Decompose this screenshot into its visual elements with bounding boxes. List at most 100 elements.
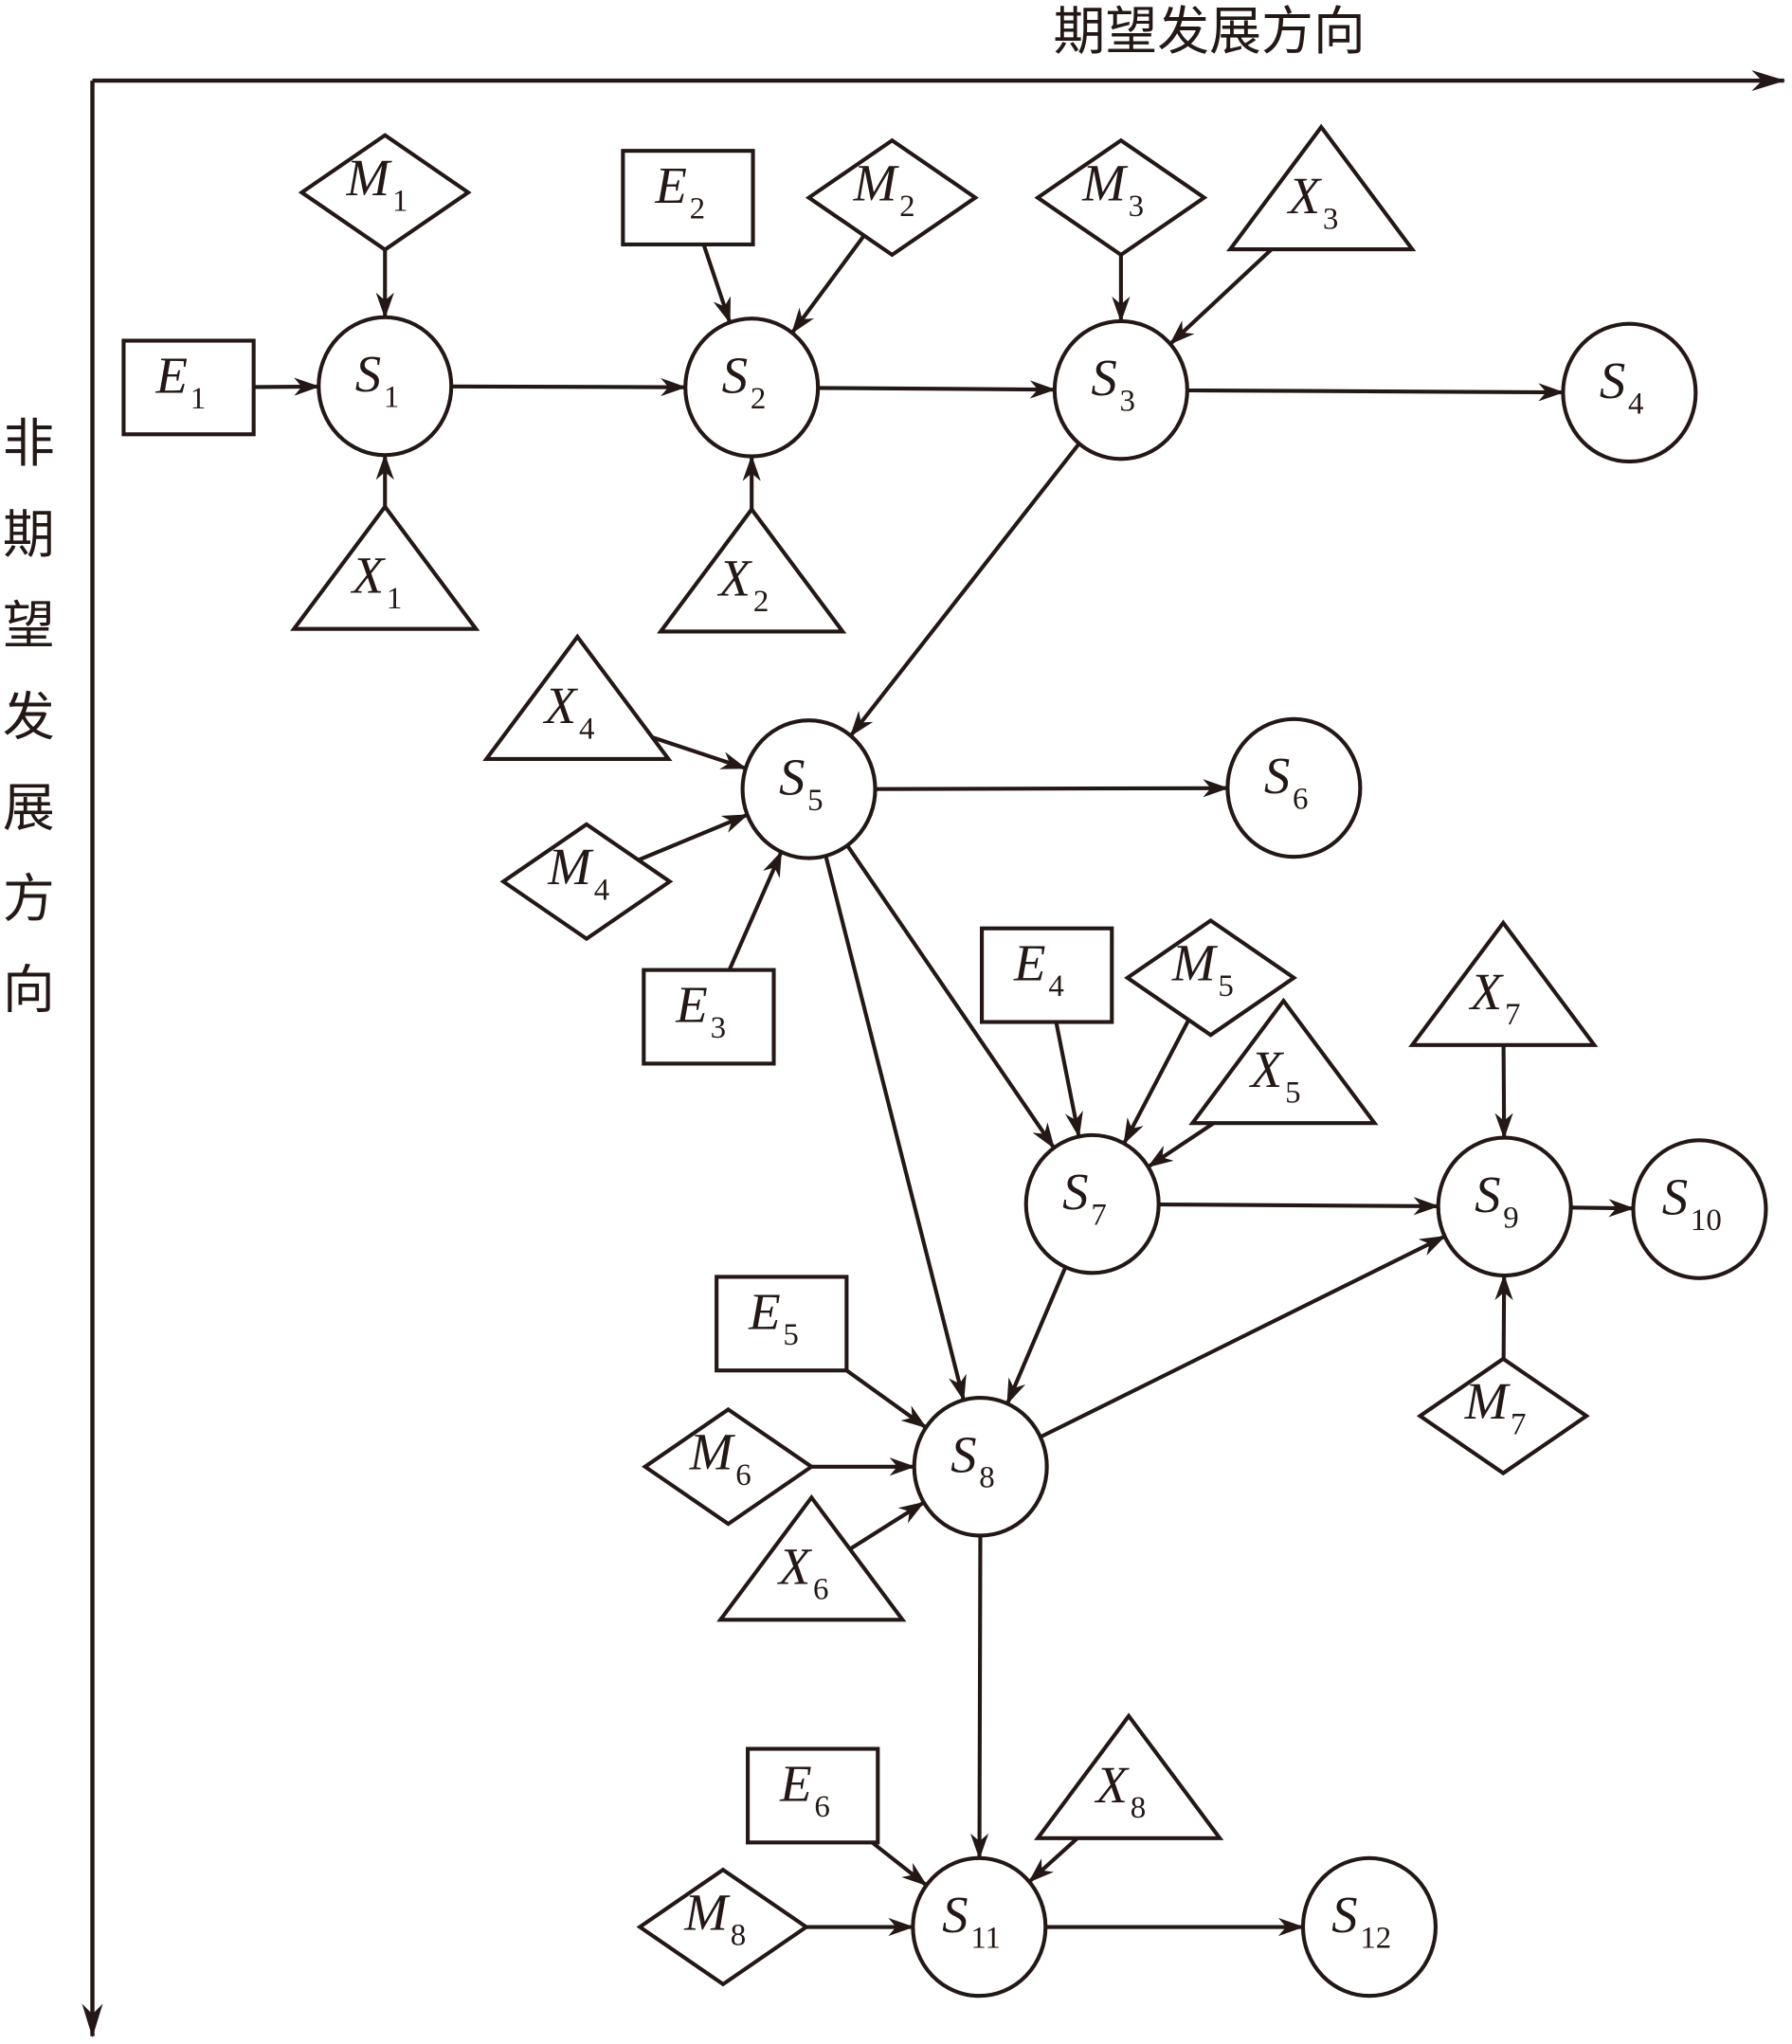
rect-shape	[621, 149, 755, 247]
rect-shape	[715, 1275, 849, 1373]
node-letter: X	[351, 547, 387, 605]
diamond-shape	[499, 822, 674, 942]
node-subscript: 2	[690, 192, 705, 226]
node-letter: S	[1331, 1886, 1357, 1944]
node-subscript: 3	[1120, 385, 1135, 419]
node-subscript: 1	[384, 380, 399, 414]
node-letter: X	[543, 677, 579, 734]
node-letter: S	[950, 1425, 976, 1483]
vertical-label-char: 期	[3, 504, 55, 565]
edge-s7-to-s8	[1005, 1266, 1068, 1405]
node-subscript: 1	[392, 184, 407, 218]
node-letter: M	[689, 1423, 736, 1481]
rect-shape	[642, 968, 776, 1066]
edge-s8-to-s9	[1039, 1234, 1446, 1439]
node-letter: S	[722, 346, 748, 404]
circle-shape	[1561, 321, 1698, 464]
vertical-label-char: 发	[3, 686, 55, 747]
node-letter: S	[779, 748, 805, 805]
edge-m4-to-s5	[637, 812, 749, 862]
vertical-label-char: 方	[3, 868, 55, 929]
circle-shape	[683, 317, 821, 459]
edge-s5-to-s6	[875, 779, 1229, 798]
circle-shape	[740, 718, 878, 860]
triangle-shape	[716, 1493, 907, 1622]
edge-x7-to-s9	[1494, 1044, 1513, 1139]
node-letter: E	[748, 1282, 781, 1340]
edge-s5-to-s7	[845, 844, 1056, 1149]
vertical-label-char: 展	[3, 777, 55, 838]
edge-e2-to-s2	[701, 244, 733, 324]
node-subscript: 7	[1091, 1199, 1106, 1233]
node-subscript: 5	[1285, 1076, 1300, 1111]
node-letter: E	[1013, 934, 1046, 992]
triangle-shape	[1408, 919, 1599, 1047]
node-subscript: 2	[751, 382, 766, 416]
triangle-shape	[290, 503, 480, 631]
node-subscript: 5	[807, 784, 823, 818]
node-subscript: 6	[813, 1573, 828, 1607]
edge-s9-to-s10	[1570, 1199, 1635, 1218]
node-letter: S	[1662, 1168, 1688, 1226]
edge-x5-to-s7	[1147, 1121, 1216, 1169]
node-letter: S	[1600, 352, 1625, 409]
triangle-shape	[482, 633, 673, 762]
axes: 期望发展方向 非 期 望 发 展 方 向	[3, 1, 1786, 2038]
node-letter: M	[1464, 1372, 1511, 1430]
edge-s7-to-s9	[1158, 1197, 1440, 1216]
node-letter: X	[1469, 963, 1505, 1021]
node-subscript: 5	[1218, 969, 1233, 1004]
node-subscript: 3	[711, 1011, 726, 1045]
node-letter: X	[777, 1537, 813, 1595]
circle-shape	[1023, 1132, 1161, 1275]
node-subscript: 4	[594, 874, 609, 908]
node-subscript: 6	[1293, 782, 1308, 816]
edge-m7-to-s9	[1494, 1274, 1513, 1360]
node-subscript: 2	[753, 585, 769, 619]
desired-direction-label: 期望发展方向	[1054, 1, 1366, 62]
edge-s3-to-s5	[849, 442, 1081, 737]
node-letter: E	[154, 346, 188, 404]
circle-shape	[1631, 1138, 1768, 1280]
node-letter: M	[547, 838, 594, 895]
node-subscript: 4	[579, 712, 594, 746]
node-subscript: 8	[1131, 1791, 1146, 1825]
node-subscript: 11	[970, 1921, 1001, 1955]
diamond-shape	[642, 1406, 815, 1527]
